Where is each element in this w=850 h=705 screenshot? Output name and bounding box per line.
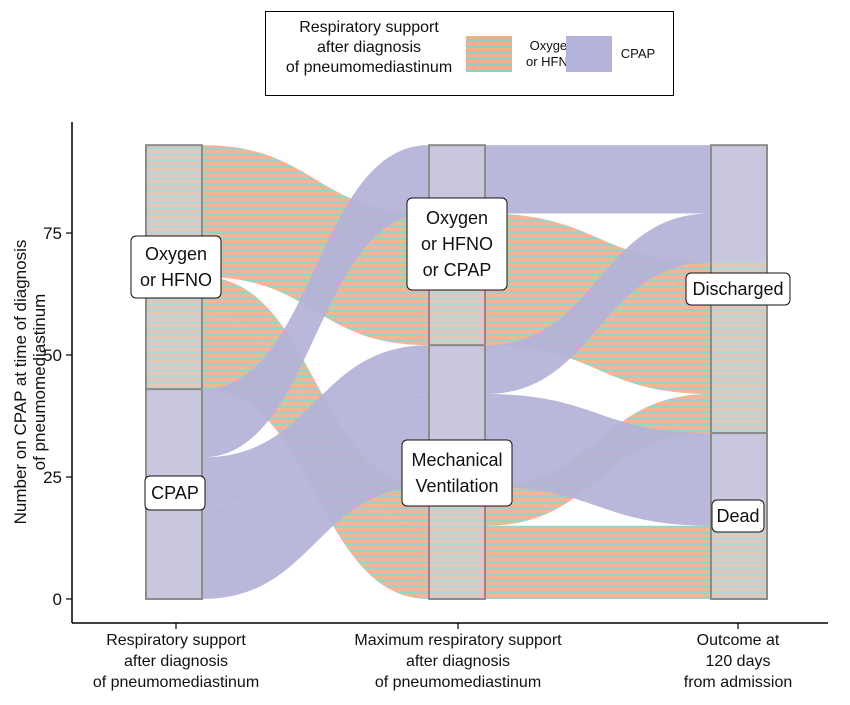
x-axis-category-1: Respiratory support after diagnosis of p… [92, 632, 260, 691]
legend-title: Respiratory support after diagnosis of p… [285, 19, 453, 76]
stratum-label-box [406, 197, 508, 291]
x-axis-category-2: Maximum respiratory support after diagno… [354, 632, 562, 691]
flow-ribbon [485, 525, 711, 599]
flow-ribbon [202, 345, 429, 507]
y-tick-label: 75 [43, 224, 62, 243]
stratum-label-box [685, 272, 791, 306]
y-axis-label: Number on CPAP at time of diagnosis of p… [11, 239, 49, 525]
stratum-label: Discharged [692, 279, 783, 299]
x-axis-category-3: Outcome at 120 days from admission [683, 632, 793, 691]
flow-ribbon [485, 145, 711, 214]
stratum-label-box [130, 235, 222, 299]
flow-ribbon [202, 145, 429, 458]
legend-label-cpap: CPAP [620, 46, 656, 61]
flow-ribbon [485, 394, 711, 526]
legend-swatch-oxygen-hfno [466, 36, 512, 72]
y-tick-label: 50 [43, 346, 62, 365]
stratum-label-box [711, 499, 765, 533]
legend: Respiratory support after diagnosis of p… [265, 11, 674, 96]
stratum-label: CPAP [151, 483, 199, 503]
y-tick-label: 0 [53, 590, 62, 609]
flow-ribbon [202, 394, 429, 599]
y-tick-label: 25 [43, 468, 62, 487]
stratum-label-box [144, 475, 206, 511]
stratum-label: Dead [716, 506, 759, 526]
stratum-label-box [401, 439, 513, 507]
flow-ribbon [202, 276, 429, 526]
flow-ribbon [202, 145, 429, 346]
legend-swatch-cpap [566, 36, 612, 72]
flow-ribbon [485, 213, 711, 395]
